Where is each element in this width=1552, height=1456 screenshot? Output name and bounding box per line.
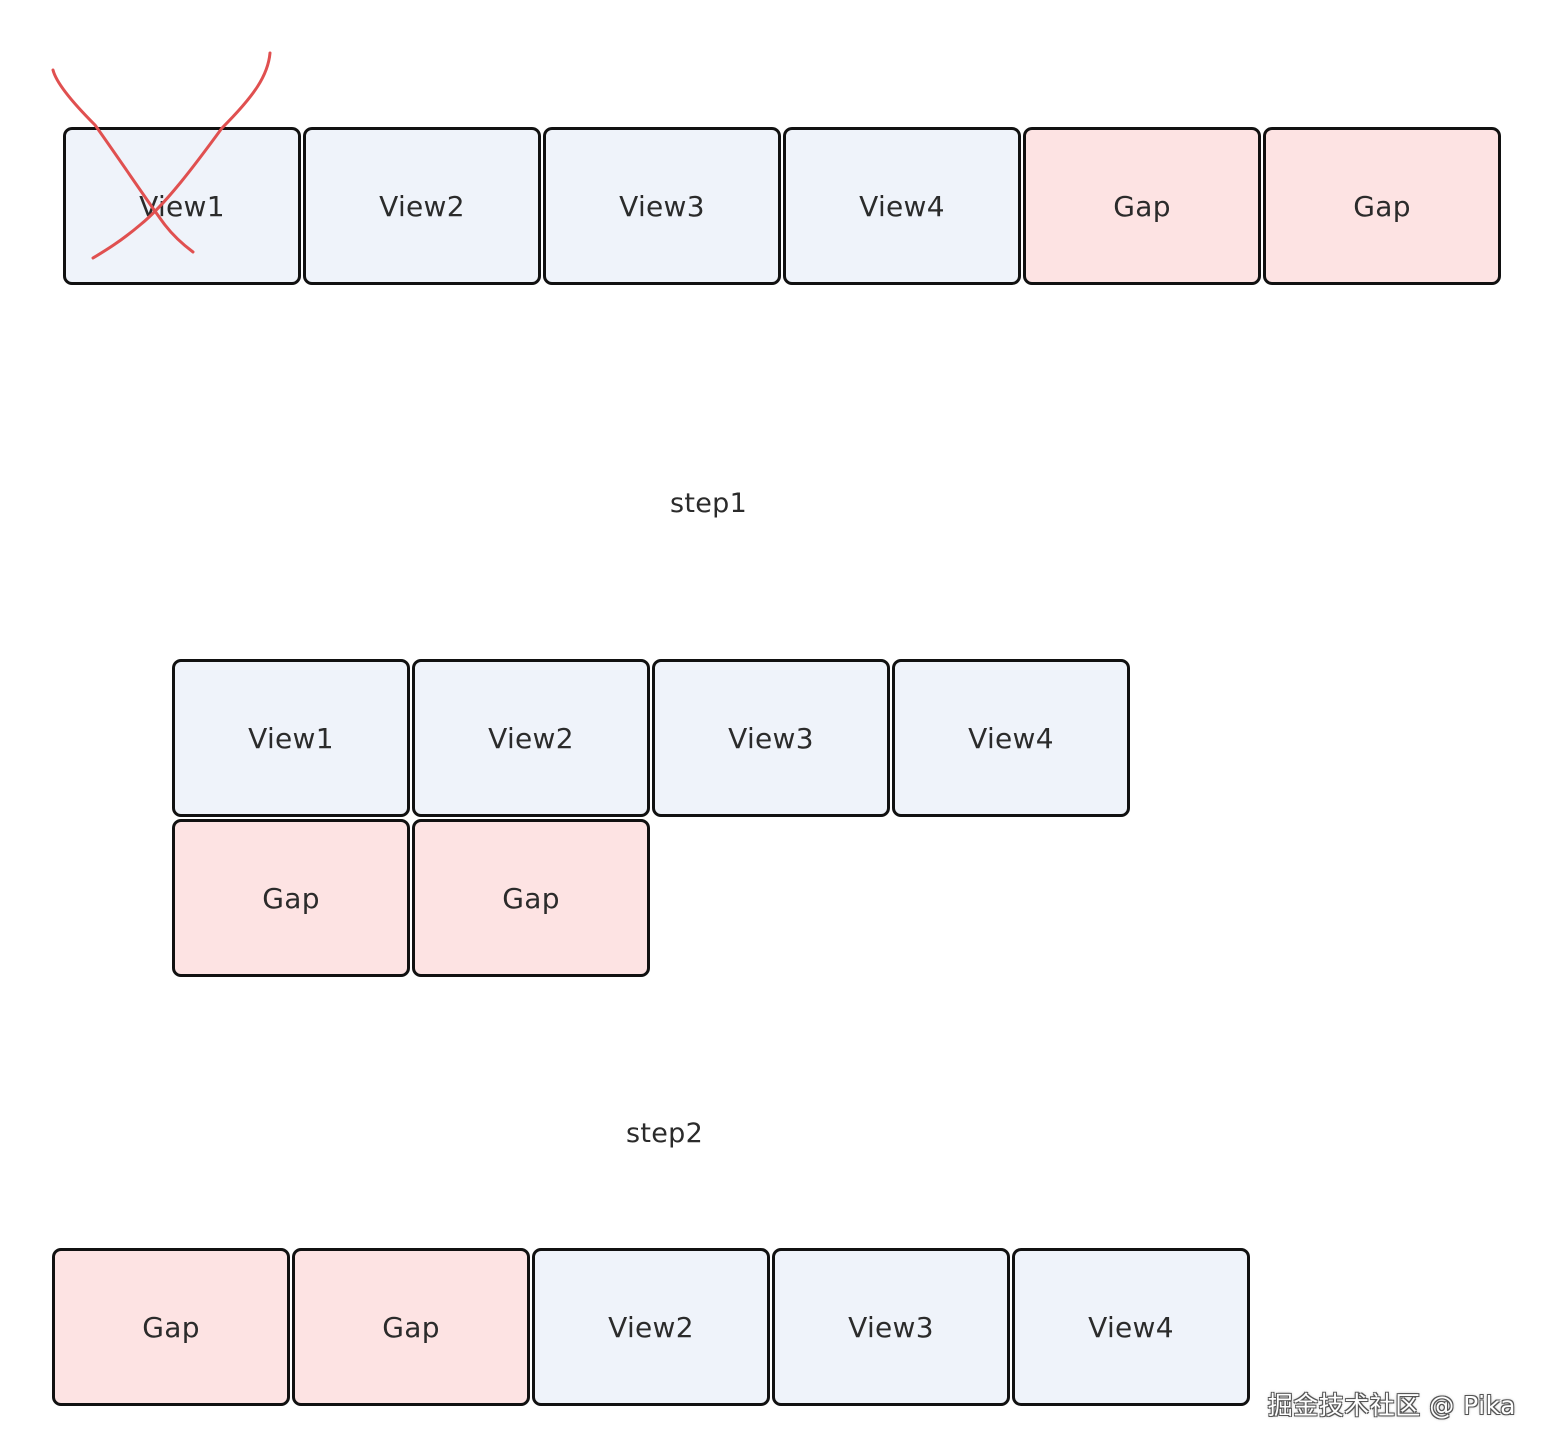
initial-gap-box-2: Gap: [1263, 127, 1501, 285]
step1-view4-box: View4: [892, 659, 1130, 817]
box-label: View2: [608, 1310, 694, 1344]
initial-view1-box: View1: [63, 127, 301, 285]
initial-view2-box: View2: [303, 127, 541, 285]
initial-view4-box: View4: [783, 127, 1021, 285]
step2-gap-box-2: Gap: [292, 1248, 530, 1406]
step2-view3-box: View3: [772, 1248, 1010, 1406]
step1-view2-box: View2: [412, 659, 650, 817]
box-label: Gap: [1353, 189, 1411, 223]
box-label: View3: [728, 721, 814, 755]
box-label: View3: [619, 189, 705, 223]
step2-label: step2: [626, 1118, 704, 1149]
box-label: View4: [859, 189, 945, 223]
step2-gap-box-1: Gap: [52, 1248, 290, 1406]
step1-label: step1: [670, 488, 748, 519]
box-label: View4: [968, 721, 1054, 755]
initial-gap-box-1: Gap: [1023, 127, 1261, 285]
step1-gap-box-2: Gap: [412, 819, 650, 977]
box-label: Gap: [382, 1310, 440, 1344]
box-label: Gap: [142, 1310, 200, 1344]
step1-view3-box: View3: [652, 659, 890, 817]
watermark: 掘金技术社区 @ Pika: [1267, 1391, 1516, 1420]
box-label: View1: [248, 721, 334, 755]
step1-view1-box: View1: [172, 659, 410, 817]
box-label: Gap: [502, 881, 560, 915]
box-label: View1: [139, 189, 225, 223]
box-label: View4: [1088, 1310, 1174, 1344]
box-label: View2: [488, 721, 574, 755]
step2-view2-box: View2: [532, 1248, 770, 1406]
box-label: Gap: [1113, 189, 1171, 223]
step2-view4-box: View4: [1012, 1248, 1250, 1406]
step1-gap-box-1: Gap: [172, 819, 410, 977]
box-label: View3: [848, 1310, 934, 1344]
initial-view3-box: View3: [543, 127, 781, 285]
box-label: Gap: [262, 881, 320, 915]
box-label: View2: [379, 189, 465, 223]
